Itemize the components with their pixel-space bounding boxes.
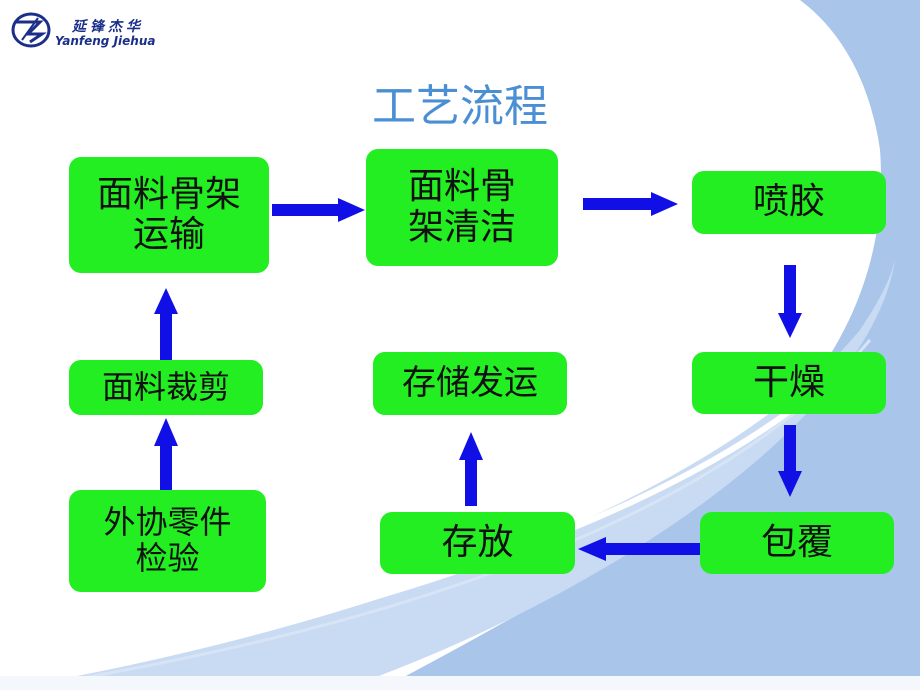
step-spray-label: 喷胶 bbox=[752, 181, 825, 223]
step-store: 存放 bbox=[380, 512, 575, 574]
step-cut: 面料裁剪 bbox=[69, 360, 263, 415]
step-inspect-label: 外协零件 检验 bbox=[103, 503, 232, 577]
logo-emblem-icon bbox=[11, 12, 51, 48]
step-ship: 存储发运 bbox=[373, 352, 567, 415]
step-cut-label: 面料裁剪 bbox=[101, 367, 230, 406]
step-ship-label: 存储发运 bbox=[402, 363, 538, 404]
step-dry-label: 干燥 bbox=[752, 361, 825, 403]
step-transport: 面料骨架 运输 bbox=[69, 157, 269, 273]
step-wrap: 包覆 bbox=[700, 512, 894, 574]
step-inspect: 外协零件 检验 bbox=[69, 490, 266, 592]
step-store-label: 存放 bbox=[441, 521, 514, 563]
step-spray: 喷胶 bbox=[692, 171, 886, 234]
step-transport-label: 面料骨架 运输 bbox=[96, 173, 241, 255]
company-logo: 延锋杰华 Yanfeng Jiehua bbox=[10, 10, 180, 54]
step-clean: 面料骨 架清洁 bbox=[366, 149, 558, 266]
logo-chinese-name: 延锋杰华 bbox=[72, 19, 144, 35]
logo-english-name: Yanfeng Jiehua bbox=[55, 34, 156, 48]
page-title: 工艺流程 bbox=[372, 81, 548, 132]
step-dry: 干燥 bbox=[692, 352, 886, 414]
step-wrap-label: 包覆 bbox=[760, 521, 833, 563]
step-clean-label: 面料骨 架清洁 bbox=[407, 166, 516, 248]
